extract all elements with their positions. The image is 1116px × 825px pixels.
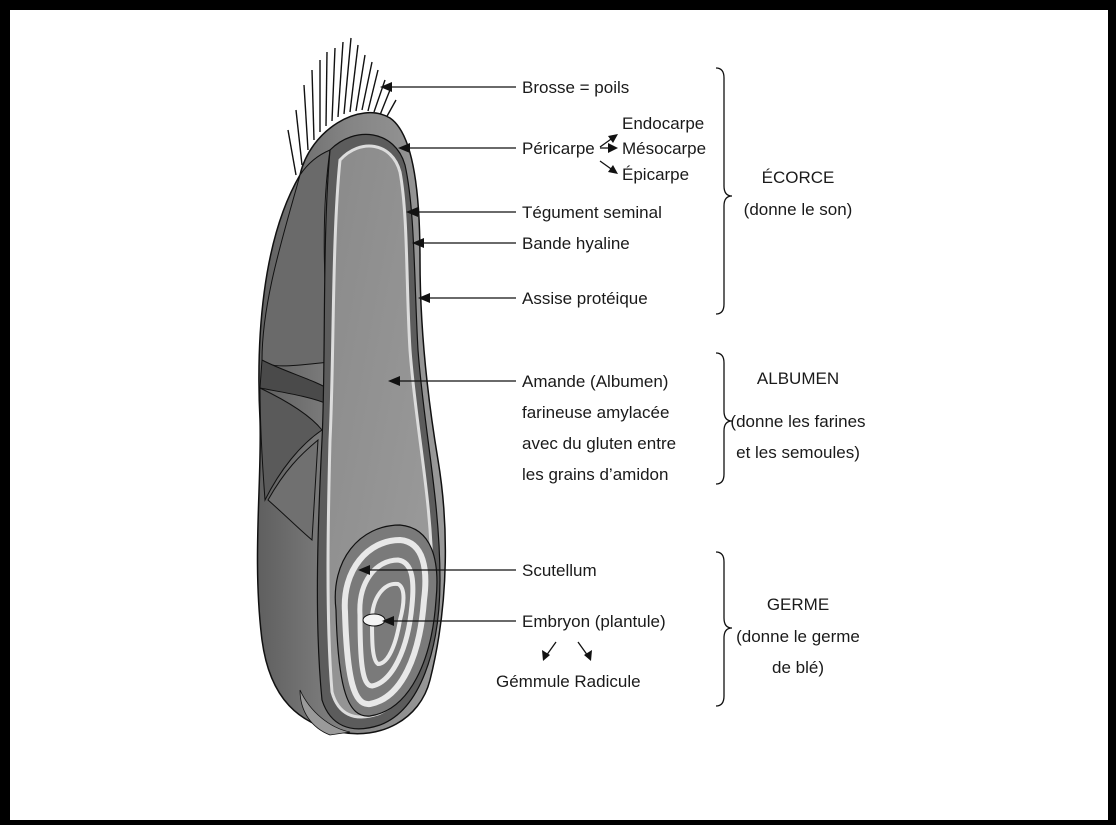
label-amande-line4: les grains d’amidon — [522, 465, 668, 484]
label-pericarpe: Péricarpe — [522, 139, 595, 158]
group-albumen-title: ALBUMEN — [757, 369, 839, 388]
label-bande-hyaline: Bande hyaline — [522, 234, 630, 253]
label-amande-line1: Amande (Albumen) — [522, 372, 668, 391]
label-endocarpe: Endocarpe — [622, 114, 704, 133]
label-scutellum: Scutellum — [522, 561, 597, 580]
group-ecorce-title: ÉCORCE — [762, 168, 835, 187]
label-embryon: Embryon (plantule) — [522, 612, 666, 631]
label-mesocarpe: Mésocarpe — [622, 139, 706, 158]
label-brosse: Brosse = poils — [522, 78, 629, 97]
label-amande-line3: avec du gluten entre — [522, 434, 676, 453]
brace-germe — [716, 552, 732, 706]
group-germe-title: GERME — [767, 595, 829, 614]
label-assise-proteique: Assise protéique — [522, 289, 648, 308]
group-albumen-desc1: (donne les farines — [730, 412, 865, 431]
label-tegument: Tégument seminal — [522, 203, 662, 222]
group-albumen-desc2: et les semoules) — [736, 443, 860, 462]
label-gemmule-radicule: Gémmule Radicule — [496, 672, 641, 691]
label-epicarpe: Épicarpe — [622, 165, 689, 184]
group-ecorce-desc: (donne le son) — [744, 200, 853, 219]
brace-ecorce — [716, 68, 732, 314]
group-germe-desc2: de blé) — [772, 658, 824, 677]
group-germe-desc1: (donne le germe — [736, 627, 860, 646]
label-amande-line2: farineuse amylacée — [522, 403, 669, 422]
